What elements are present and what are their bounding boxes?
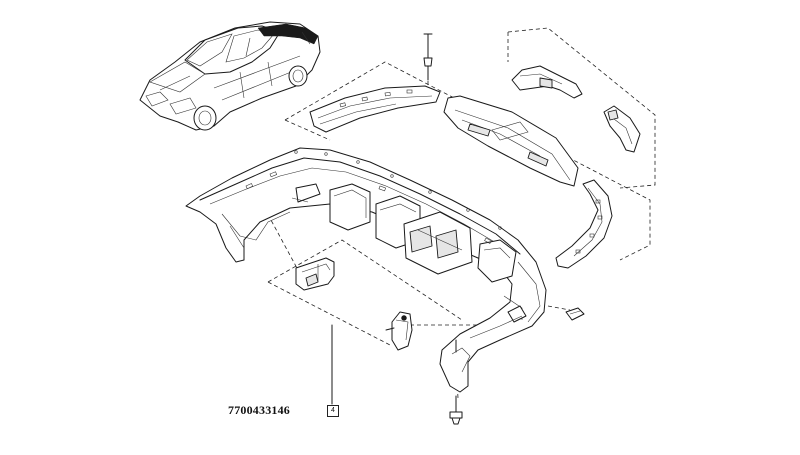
lower-mounting-clip: [295, 257, 335, 291]
reference-marker: 4: [327, 405, 339, 417]
center-absorber-bracket: [443, 95, 579, 187]
grommet-plug: [565, 307, 585, 321]
right-side-bracket: [555, 179, 613, 269]
upper-bumper-bracket: [309, 85, 441, 133]
vehicle-illustration: [139, 21, 321, 131]
corner-bracket-upper: [511, 65, 583, 99]
rear-bumper-cover: [185, 147, 547, 393]
mounting-bolt: [449, 339, 463, 425]
push-pin-fastener: [423, 33, 433, 81]
part-number-label: 7700433146: [228, 403, 290, 417]
assembly-frames: [257, 27, 656, 399]
corner-bracket-lower: [603, 105, 641, 153]
side-mounting-bracket: [385, 311, 413, 351]
